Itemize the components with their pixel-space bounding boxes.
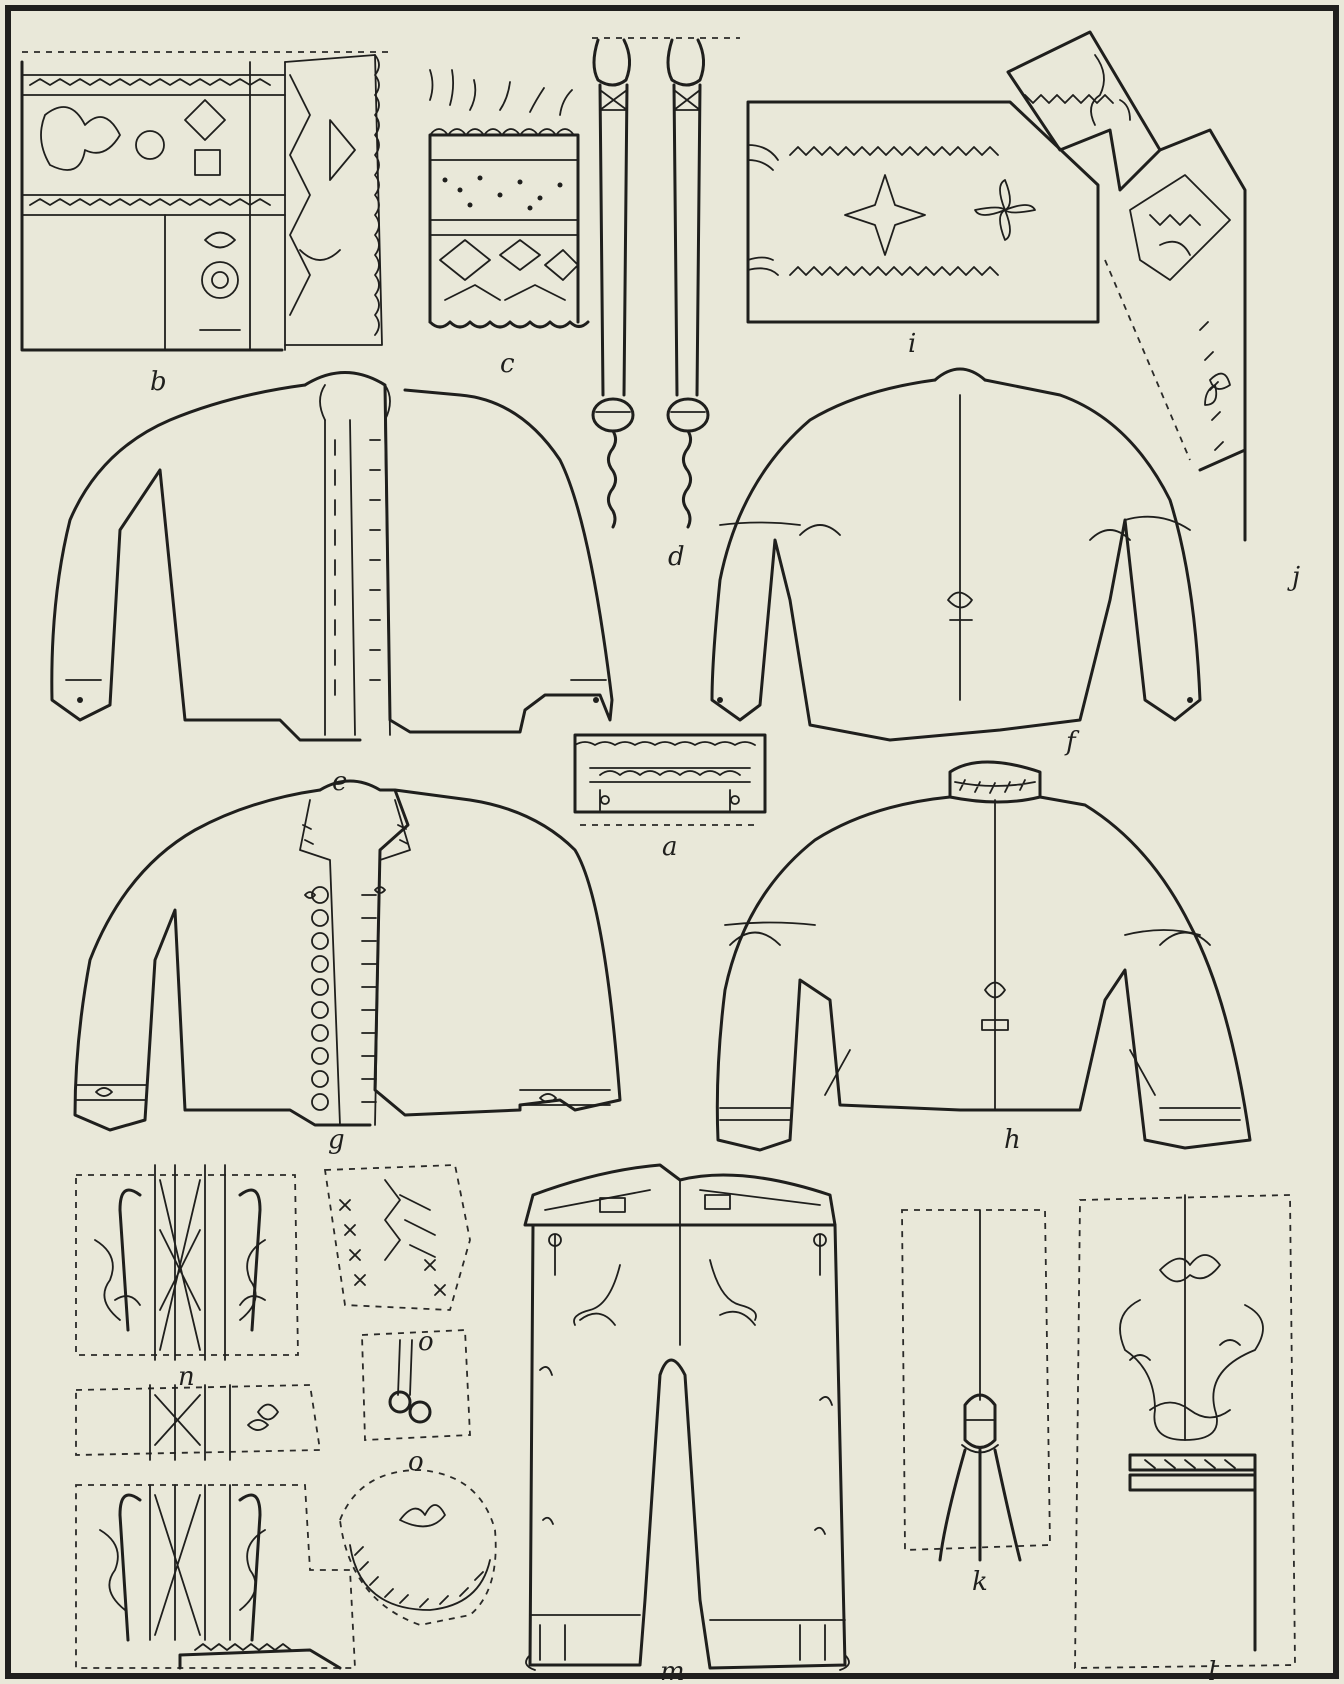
- label-b: b: [150, 367, 167, 397]
- figure-k: k: [901, 1209, 1051, 1597]
- figure-f: f: [710, 367, 1202, 757]
- wreath-detail: [339, 1469, 497, 1626]
- label-i: i: [908, 329, 916, 359]
- label-n: n: [178, 1362, 195, 1392]
- label-g: g: [328, 1125, 345, 1155]
- figure-b: b: [20, 51, 388, 397]
- label-a: a: [662, 832, 678, 862]
- figure-o-lower: o: [361, 1329, 471, 1477]
- label-l: l: [1208, 1657, 1216, 1684]
- label-o-upper: o: [418, 1327, 434, 1357]
- plate-frame: [5, 5, 1339, 1679]
- label-k: k: [972, 1567, 988, 1597]
- figure-j: j: [1006, 30, 1300, 592]
- figure-n: n: [75, 1164, 356, 1670]
- figure-c: c: [428, 69, 590, 379]
- label-j: j: [1287, 562, 1300, 592]
- figure-o-upper: o: [323, 1164, 471, 1357]
- figure-m: m: [523, 1163, 850, 1684]
- label-h: h: [1004, 1125, 1021, 1155]
- figure-i: i: [746, 100, 1100, 359]
- label-m: m: [660, 1657, 685, 1684]
- figure-h: h: [715, 760, 1252, 1155]
- figure-l: l: [1074, 1194, 1296, 1684]
- figure-e: e: [50, 371, 614, 797]
- figure-d: d: [591, 37, 740, 572]
- label-o-lower: o: [408, 1447, 424, 1477]
- figure-g: g: [73, 779, 622, 1155]
- figure-a: a: [573, 733, 767, 862]
- label-d: d: [668, 542, 685, 572]
- label-c: c: [500, 349, 515, 379]
- label-f: f: [1064, 727, 1080, 757]
